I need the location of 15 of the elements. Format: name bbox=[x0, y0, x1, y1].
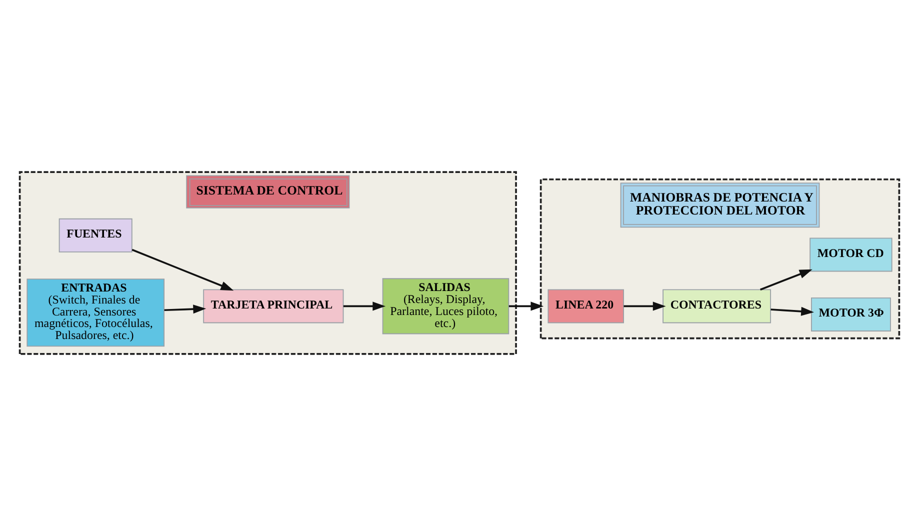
node-box: LINEA 220 bbox=[548, 288, 624, 323]
arrow bbox=[343, 301, 386, 310]
node-box: MOTOR 3Φ bbox=[810, 296, 891, 331]
arrow bbox=[164, 304, 206, 314]
node-box: CONTACTORES bbox=[662, 288, 772, 323]
arrow bbox=[624, 301, 666, 310]
arrow bbox=[132, 248, 234, 290]
arrow bbox=[770, 306, 814, 316]
arrow bbox=[760, 268, 812, 290]
node-box: MOTOR CD bbox=[810, 237, 892, 272]
node-box: FUENTES bbox=[58, 218, 132, 252]
arrow bbox=[508, 301, 544, 310]
node-box: ENTRADAS (Switch, Finales de Carrera, Sensores magnéticos, Fotocélulas, Pulsadores, etc.) bbox=[26, 278, 165, 346]
node-box: SALIDAS (Relays, Display, Parlante, Luces piloto, etc.) bbox=[382, 278, 510, 334]
node-box: TARJETA PRINCIPAL bbox=[203, 288, 344, 323]
